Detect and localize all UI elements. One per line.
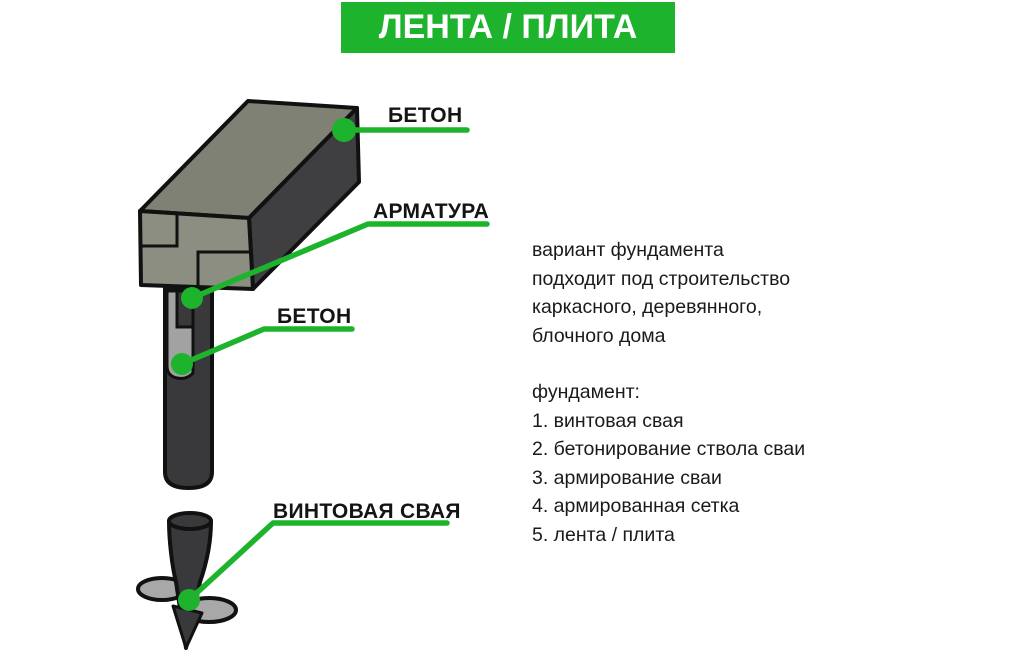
title-banner: ЛЕНТА / ПЛИТА: [341, 2, 675, 53]
label-rebar: АРМАТУРА: [373, 200, 489, 223]
description-line: блочного дома: [532, 324, 666, 347]
concrete-beam: [138, 99, 361, 291]
concrete-pile-dot: [171, 353, 193, 375]
beam-cut-line-upper: [140, 214, 179, 248]
foundation-list-item: 3. армирование сваи: [532, 466, 722, 489]
foundation-list-item: 4. армированная сетка: [532, 495, 740, 517]
screw-pile-top: [167, 511, 213, 531]
rebar-leader-line: [189, 221, 490, 301]
label-concrete-pile: БЕТОН: [277, 305, 351, 328]
description-line: подходит под строительство: [532, 267, 791, 290]
screw-pile-dot: [178, 589, 200, 611]
screw-pile-leader-line: [186, 520, 450, 603]
label-screw-pile: ВИНТОВАЯ СВАЯ: [273, 500, 461, 523]
callout-dots: [171, 118, 356, 611]
screw-pile: [136, 511, 238, 650]
screw-tip: [171, 604, 204, 650]
foundation-list-item: 5. лента / плита: [532, 523, 675, 546]
foundation-list-item: 1. винтовая свая: [532, 409, 684, 432]
rebar-dot: [181, 287, 203, 309]
leader-lines: [179, 127, 490, 603]
beam-cut-line-lower: [196, 250, 251, 287]
label-concrete-top: БЕТОН: [388, 104, 462, 127]
description-panel: вариант фундамента подходит под строител…: [532, 236, 952, 549]
concrete-pile-leader-line: [179, 326, 355, 367]
foundation-diagram: БЕТОН АРМАТУРА БЕТОН ВИНТОВАЯ СВАЯ: [136, 99, 490, 650]
pile-section: [163, 287, 214, 491]
beam-front-face: [138, 209, 255, 291]
description-block: вариант фундамента подходит под строител…: [532, 236, 952, 350]
description-line: каркасного, деревянного,: [532, 296, 763, 318]
foundation-list-title: фундамент:: [532, 381, 640, 403]
concrete-top-dot: [332, 118, 356, 142]
foundation-list: фундамент: 1. винтовая свая 2. бетониров…: [532, 378, 952, 549]
foundation-list-item: 2. бетонирование ствола сваи: [532, 438, 806, 460]
page-title: ЛЕНТА / ПЛИТА: [378, 8, 638, 46]
description-line: вариант фундамента: [532, 239, 724, 261]
